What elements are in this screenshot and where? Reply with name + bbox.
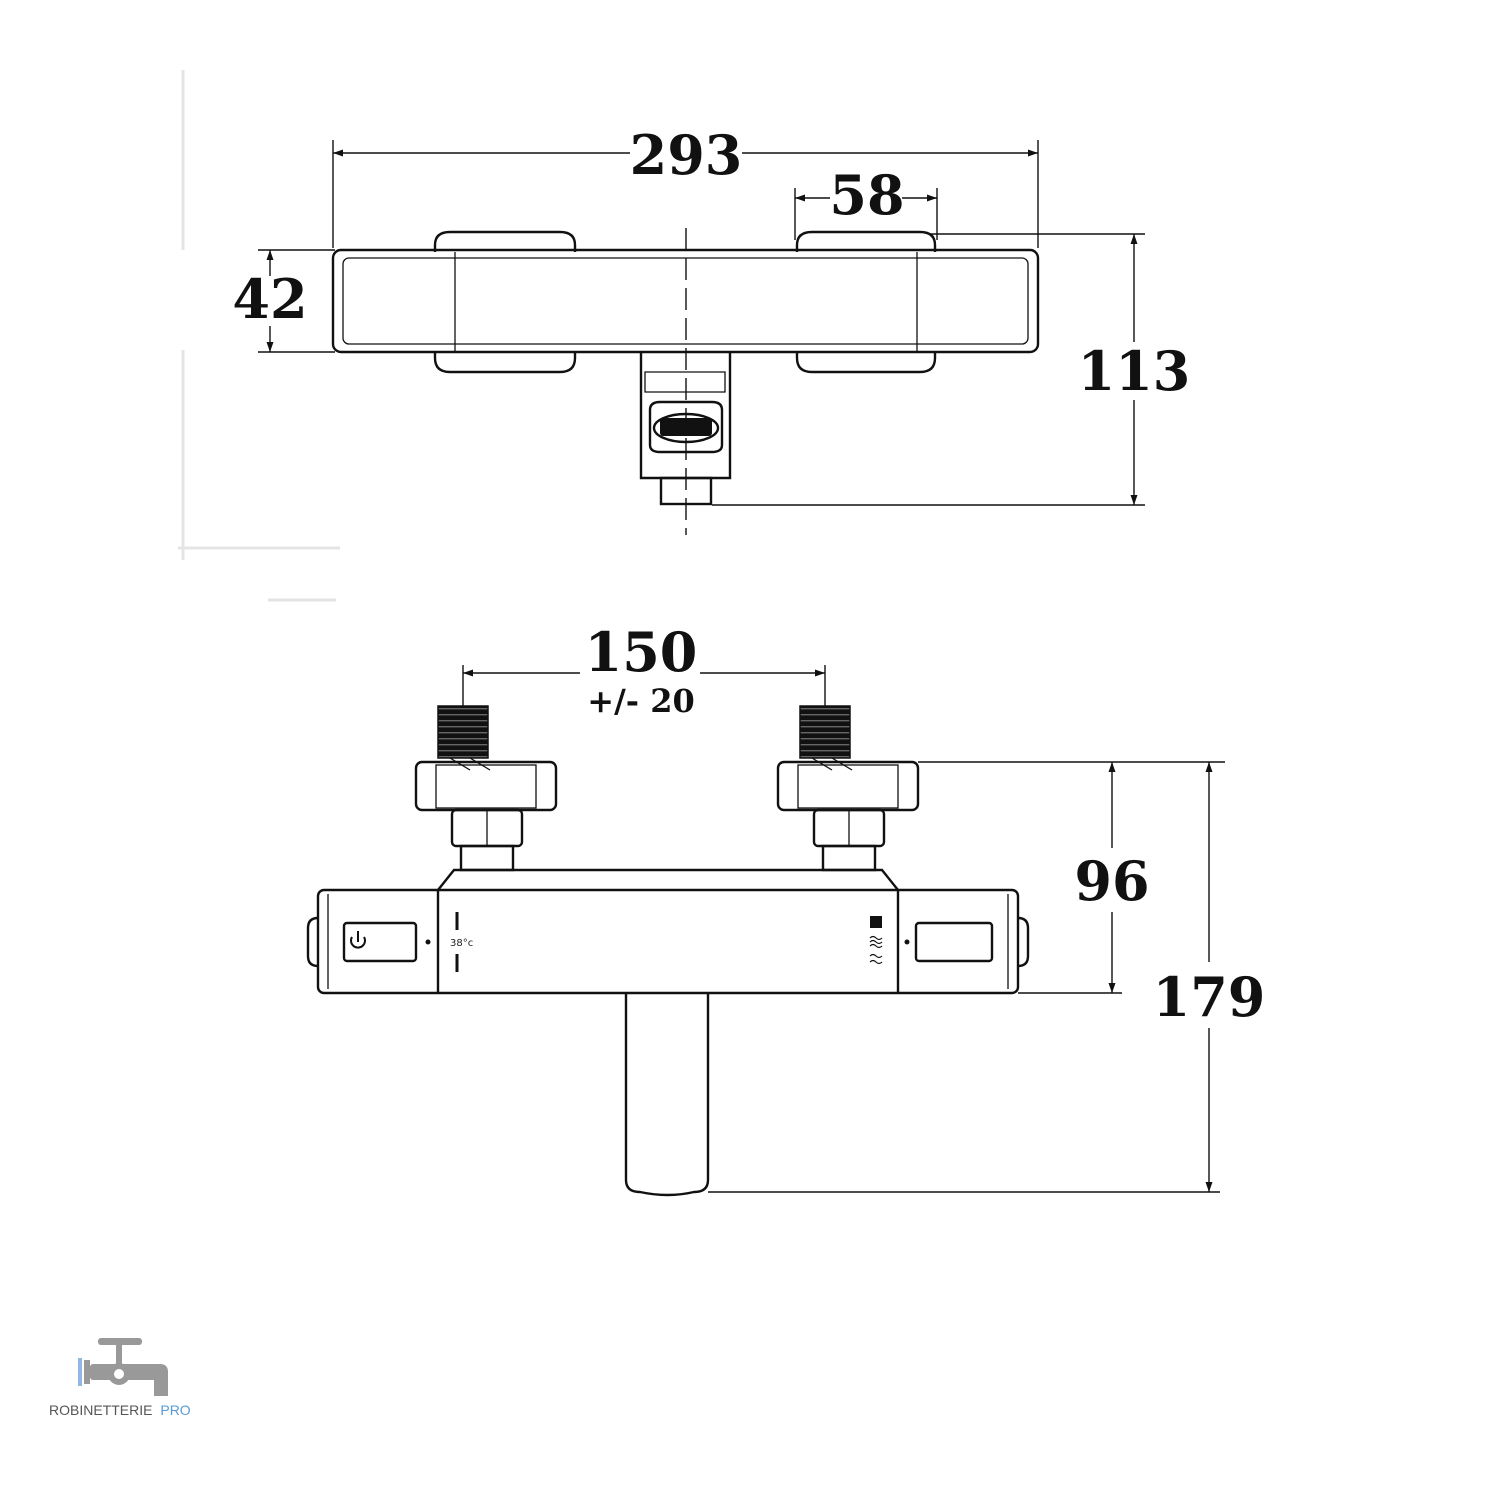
brand-name: ROBINETTERIE: [49, 1402, 152, 1418]
left-control-panel: [342, 921, 431, 963]
dimension-96: 96: [918, 761, 1225, 994]
top-view: 293 58 42 113: [178, 70, 1191, 602]
wave-icon: [869, 935, 883, 965]
dimension-58: 58: [794, 163, 938, 240]
right-handle-front: [795, 352, 937, 374]
left-handle-front: [433, 352, 577, 374]
dim-inlet-spacing: 150: [585, 620, 698, 684]
brand-logo: ROBINETTERIE PRO: [49, 1338, 191, 1418]
shower-icon: [870, 916, 882, 928]
right-handle-rear: [795, 230, 937, 252]
dim-inlet-tolerance: +/- 20: [587, 682, 694, 720]
dimension-179: 179: [708, 762, 1266, 1193]
faucet-logo-icon: [78, 1338, 168, 1396]
dim-handle-width: 58: [829, 163, 904, 227]
brand-accent: PRO: [160, 1402, 190, 1418]
dimension-113: 113: [712, 233, 1191, 506]
dim-overall-width: 293: [630, 123, 743, 187]
flow-symbols: [869, 916, 883, 965]
dimension-150: 150 +/- 20: [462, 620, 826, 720]
front-body: [306, 868, 1030, 995]
dimension-42: 42: [232, 249, 335, 353]
dim-total-depth: 113: [1078, 339, 1191, 403]
left-inlet: [414, 705, 558, 872]
right-inlet: [776, 705, 920, 872]
front-view: 38°c: [306, 620, 1266, 1197]
svg-text:ROBINETTERIE PRO: ROBINETTERIE PRO: [49, 1402, 191, 1418]
dimension-293: 293: [332, 123, 1039, 248]
dim-body-depth: 42: [232, 267, 307, 331]
power-icon: [350, 931, 366, 949]
dim-inlet-to-body: 96: [1074, 849, 1149, 913]
left-handle-rear: [433, 230, 577, 252]
temperature-label: 38°c: [450, 938, 473, 949]
dim-total-height: 179: [1153, 965, 1266, 1029]
temperature-scale: 38°c: [450, 912, 473, 972]
scan-artifact: [178, 70, 340, 602]
right-control-panel: [904, 921, 994, 963]
spout-front-view: [624, 993, 710, 1197]
